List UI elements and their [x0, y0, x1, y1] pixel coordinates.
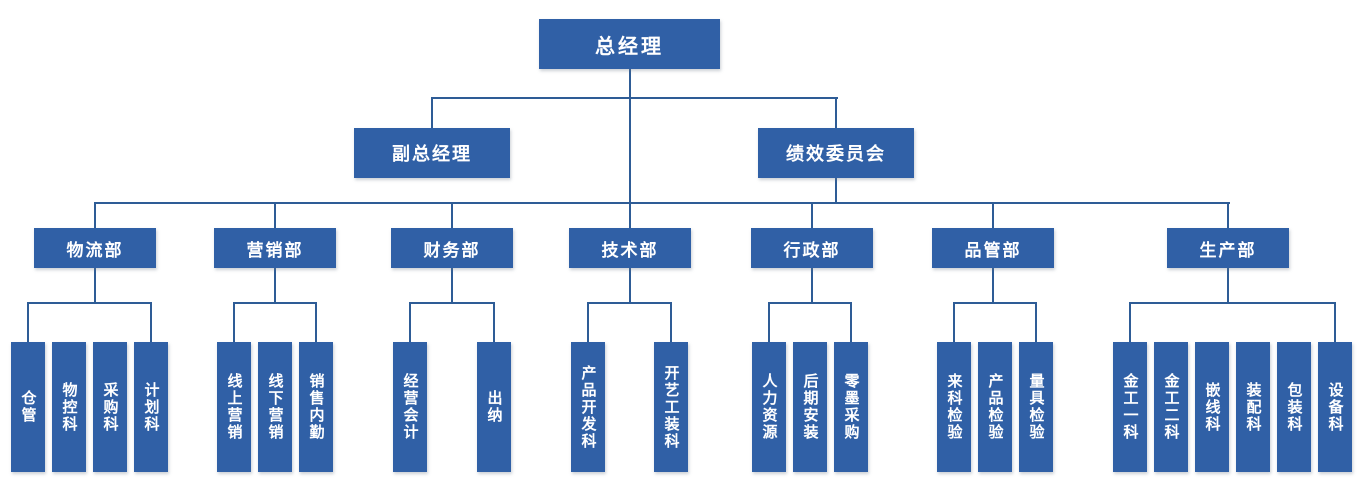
- node-sub-business-accounting: 经营会计: [393, 342, 427, 472]
- connector: [315, 302, 317, 342]
- node-general-manager: 总经理: [539, 19, 720, 69]
- connector: [94, 268, 96, 303]
- node-sub-product-development: 产品开发科: [571, 342, 605, 472]
- connector: [27, 302, 29, 342]
- node-dept-technology: 技术部: [569, 228, 691, 268]
- connector: [451, 202, 453, 228]
- connector: [1035, 302, 1037, 342]
- connector: [409, 302, 411, 342]
- connector: [94, 202, 96, 228]
- connector: [274, 202, 276, 228]
- connector: [587, 302, 672, 304]
- connector: [409, 302, 495, 304]
- connector: [431, 97, 838, 99]
- node-sub-equipment: 设备科: [1318, 342, 1352, 472]
- connector: [835, 97, 837, 128]
- connector: [1129, 302, 1131, 342]
- connector: [1227, 202, 1229, 228]
- node-dept-logistics: 物流部: [34, 228, 156, 268]
- connector: [953, 302, 1037, 304]
- connector: [629, 268, 631, 303]
- connector: [992, 268, 994, 303]
- connector: [850, 302, 852, 342]
- connector: [431, 97, 433, 128]
- node-sub-cashier: 出纳: [477, 342, 511, 472]
- node-sub-planning: 计划科: [134, 342, 168, 472]
- node-sub-warehouse: 仓管: [11, 342, 45, 472]
- node-dept-administration: 行政部: [751, 228, 873, 268]
- connector: [629, 69, 631, 228]
- connector: [670, 302, 672, 342]
- connector: [27, 302, 152, 304]
- node-sub-metalwork-1: 金工一科: [1113, 342, 1147, 472]
- connector: [1227, 268, 1229, 303]
- node-dept-quality: 品管部: [932, 228, 1054, 268]
- node-sub-metalwork-2: 金工二科: [1154, 342, 1188, 472]
- node-sub-sundry-purchasing: 零墨采购: [834, 342, 868, 472]
- connector: [1129, 302, 1336, 304]
- connector: [233, 302, 317, 304]
- connector: [835, 178, 837, 204]
- connector: [493, 302, 495, 342]
- connector: [1334, 302, 1336, 342]
- node-dept-marketing: 营销部: [214, 228, 336, 268]
- node-performance-committee: 绩效委员会: [758, 128, 914, 178]
- node-sub-human-resources: 人力资源: [752, 342, 786, 472]
- node-sub-assembly: 装配科: [1236, 342, 1270, 472]
- connector: [992, 202, 994, 228]
- node-dept-production: 生产部: [1167, 228, 1289, 268]
- node-deputy-general-manager: 副总经理: [354, 128, 510, 178]
- node-sub-sales-support: 销售内勤: [299, 342, 333, 472]
- connector: [587, 302, 589, 342]
- connector: [953, 302, 955, 342]
- connector: [811, 202, 813, 228]
- node-sub-online-marketing: 线上营销: [217, 342, 251, 472]
- node-sub-packaging: 包装科: [1277, 342, 1311, 472]
- node-sub-winding: 嵌线科: [1195, 342, 1229, 472]
- connector: [94, 202, 1230, 204]
- node-sub-material-control: 物控科: [52, 342, 86, 472]
- connector: [233, 302, 235, 342]
- node-sub-incoming-inspection: 来科检验: [937, 342, 971, 472]
- connector: [274, 268, 276, 303]
- node-sub-product-inspection: 产品检验: [978, 342, 1012, 472]
- connector: [768, 302, 770, 342]
- node-sub-post-installation: 后期安装: [793, 342, 827, 472]
- connector: [150, 302, 152, 342]
- node-sub-purchasing: 采购科: [93, 342, 127, 472]
- node-sub-gauge-inspection: 量具检验: [1019, 342, 1053, 472]
- connector: [451, 268, 453, 303]
- connector: [768, 302, 852, 304]
- node-dept-finance: 财务部: [391, 228, 513, 268]
- connector: [811, 268, 813, 303]
- node-sub-offline-marketing: 线下营销: [258, 342, 292, 472]
- node-sub-process-tooling: 开艺工装科: [654, 342, 688, 472]
